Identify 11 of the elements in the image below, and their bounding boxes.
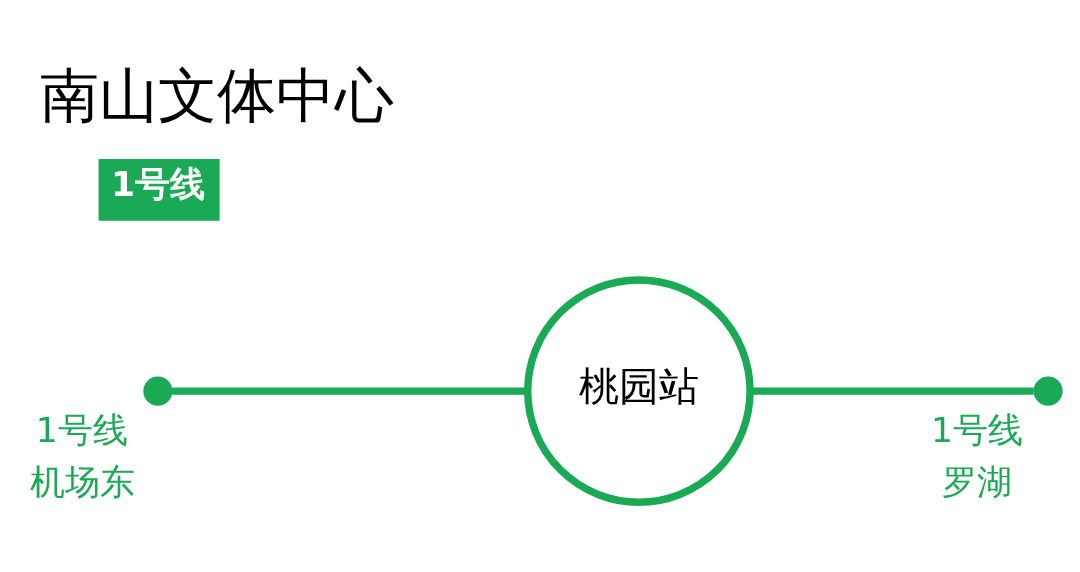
- node-circle: [1033, 376, 1063, 406]
- node-label: 1号线: [35, 409, 128, 450]
- connector: [172, 387, 527, 395]
- node-label: 罗湖: [942, 461, 1013, 502]
- node-label: 1号线: [931, 409, 1024, 450]
- node-circle: [143, 376, 173, 406]
- connector: [750, 387, 1034, 395]
- node-label: 机场东: [29, 461, 135, 502]
- node-circle: 桃园站: [524, 276, 754, 506]
- diagram-title: 南山文体中心: [40, 61, 395, 131]
- label: 1号线: [110, 164, 205, 205]
